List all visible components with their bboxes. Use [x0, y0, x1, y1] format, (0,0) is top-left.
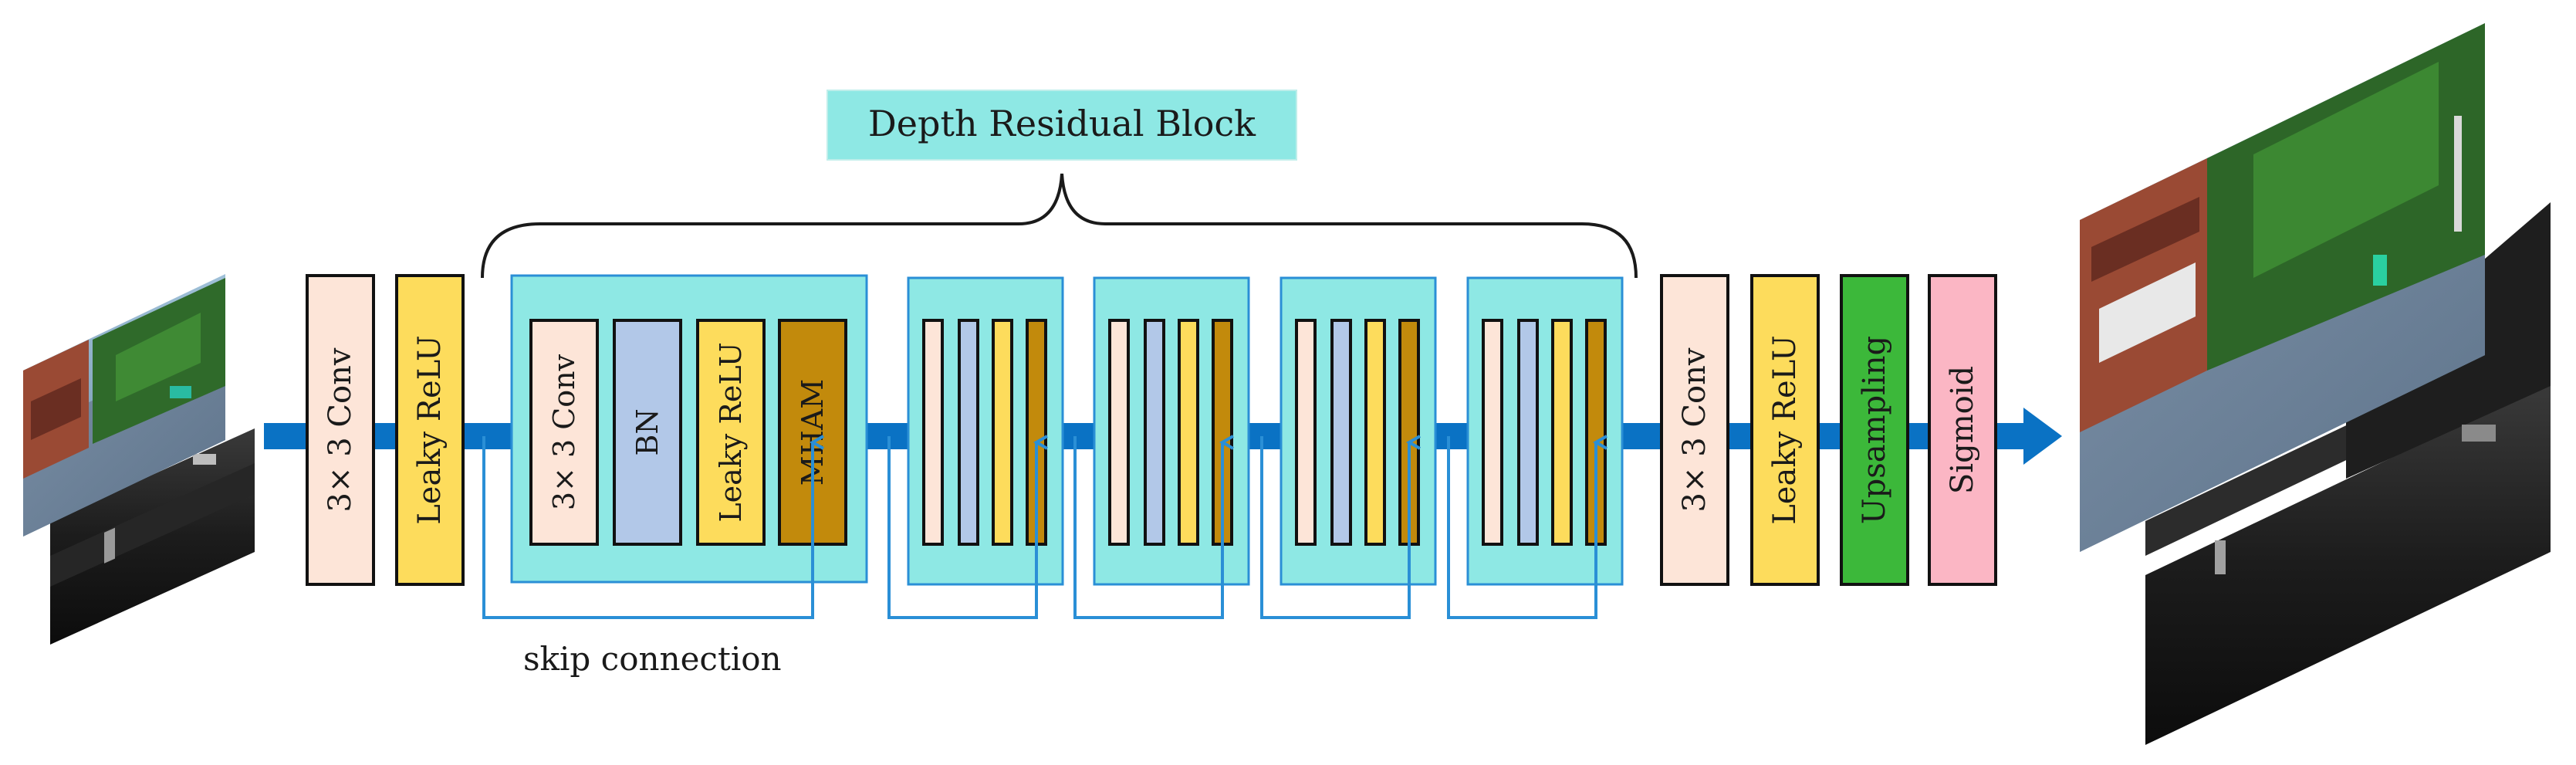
residual-block-3-layer-1 — [1108, 319, 1130, 546]
upsampling-block: Upsampling — [1840, 274, 1909, 586]
output-conv-block-label: 3× 3 Conv — [1677, 347, 1712, 512]
residual-block-5-layer-1 — [1482, 319, 1503, 546]
skip-connection-label: skip connection — [523, 640, 782, 678]
residual-block-2 — [907, 276, 1064, 586]
residual-block-3-layer-2 — [1144, 319, 1165, 546]
residual-block-3-layer-3 — [1178, 319, 1199, 546]
skip-connection-3 — [1073, 436, 1222, 619]
residual-block-3 — [1093, 276, 1250, 586]
diagram-title: Depth Residual Block — [868, 103, 1256, 144]
output-leaky-relu-block-label: Leaky ReLU — [1767, 335, 1803, 525]
output-arrowhead — [2023, 408, 2062, 465]
residual-block-2-layer-1 — [922, 319, 944, 546]
residual-block-5-layer-2 — [1517, 319, 1539, 546]
residual-block-2-layer-3 — [992, 319, 1013, 546]
residual-inner-3-3-conv: 3× 3 Conv — [529, 319, 599, 546]
residual-group-brace — [481, 173, 1638, 279]
residual-inner-leaky-relu: Leaky ReLU — [696, 319, 766, 546]
input-block-1: 3× 3 Conv — [306, 274, 375, 586]
residual-block-2-layer-2 — [958, 319, 979, 546]
residual-inner-bn: BN — [613, 319, 682, 546]
skip-connection-4 — [1260, 436, 1409, 619]
input-image-thermal — [50, 428, 255, 645]
residual-block-4 — [1280, 276, 1437, 586]
skip-connection-5 — [1447, 436, 1596, 619]
input-block-1-label: 3× 3 Conv — [323, 347, 358, 512]
output-leaky-relu-block: Leaky ReLU — [1750, 274, 1820, 586]
input-block-2: Leaky ReLU — [395, 274, 465, 586]
output-conv-block: 3× 3 Conv — [1660, 274, 1729, 586]
skip-connection-2 — [887, 436, 1036, 619]
input-block-2-label: Leaky ReLU — [412, 335, 448, 525]
residual-block-4-layer-1 — [1295, 319, 1317, 546]
residual-block-5-layer-3 — [1551, 319, 1573, 546]
residual-block-title: Depth Residual Block — [827, 90, 1297, 161]
sigmoid-block-label: Sigmoid — [1945, 366, 1980, 494]
output-image-rgb — [2080, 23, 2485, 552]
residual-block-4-layer-2 — [1330, 319, 1352, 546]
residual-block-5 — [1466, 276, 1624, 586]
residual-block-4-layer-3 — [1364, 319, 1386, 546]
residual-inner-bn-label: BN — [630, 408, 664, 455]
skip-connection-1 — [482, 436, 813, 619]
sigmoid-block: Sigmoid — [1928, 274, 1997, 586]
upsampling-block-label: Upsampling — [1857, 336, 1892, 524]
residual-inner-leaky-relu-label: Leaky ReLU — [714, 342, 748, 522]
residual-inner-3-3-conv-label: 3× 3 Conv — [547, 354, 581, 510]
input-image-rgb — [23, 274, 225, 537]
